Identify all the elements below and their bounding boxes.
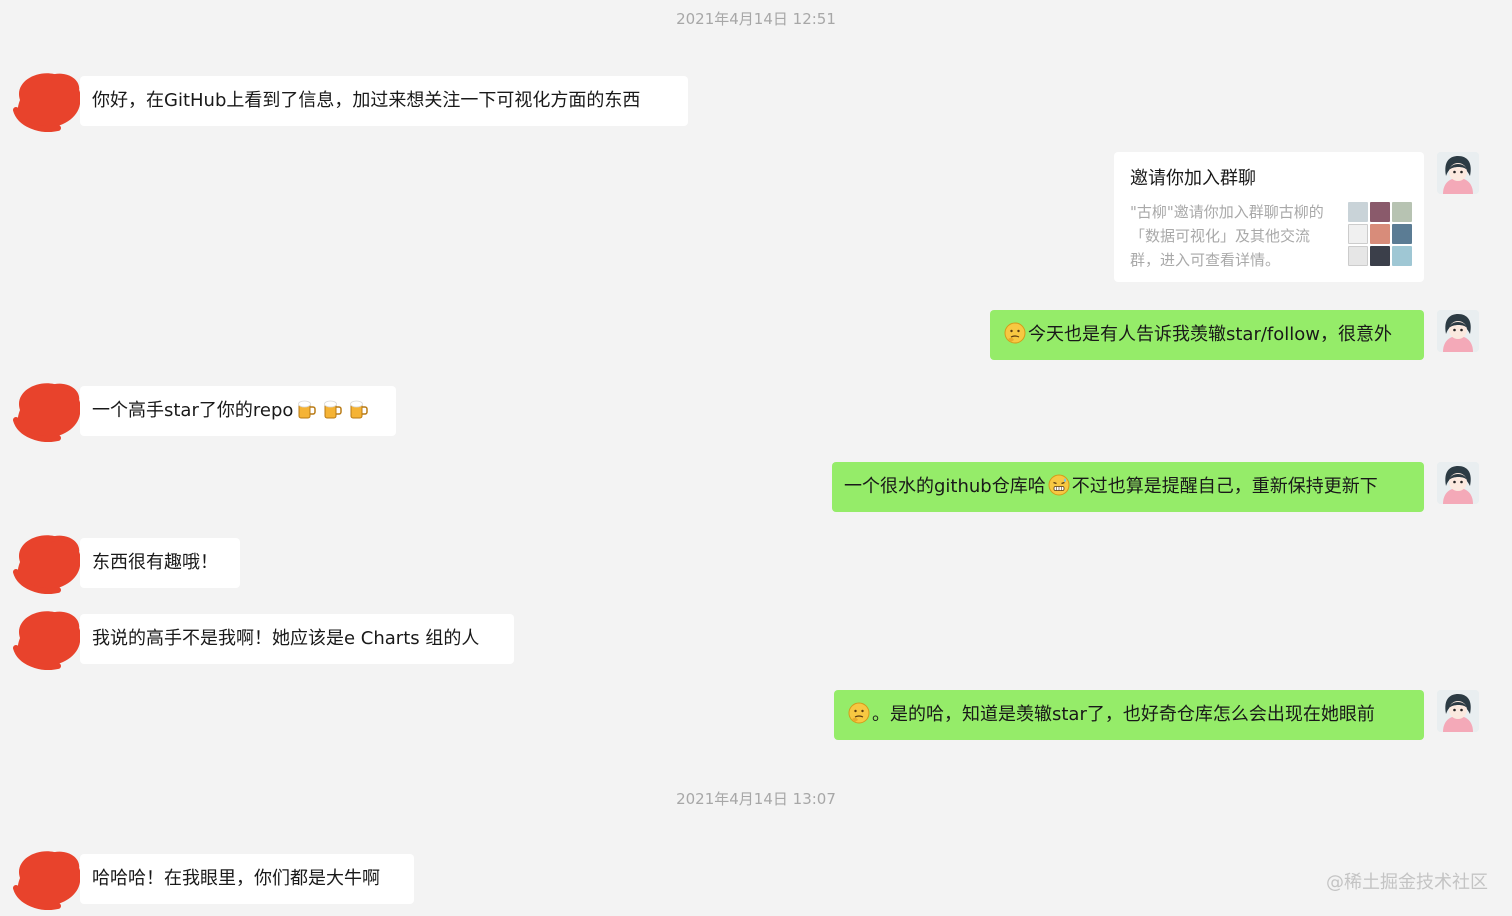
invite-title: 邀请你加入群聊: [1130, 168, 1256, 189]
timestamp: 2021年4月14日 13:07: [676, 790, 836, 808]
message-bubble[interactable]: 。是的哈，知道是羡辙star了，也好奇仓库怎么会出现在她眼前: [834, 690, 1424, 740]
message-text: 一个高手star了你的repo: [92, 400, 294, 421]
message-text: 一个很水的github仓库哈: [844, 476, 1046, 497]
message-text: 。是的哈，知道是羡辙star了，也好奇仓库怎么会出现在她眼前: [872, 704, 1375, 725]
user-avatar: [1437, 310, 1479, 352]
message-bubble[interactable]: 你好，在GitHub上看到了信息，加过来想关注一下可视化方面的东西: [80, 76, 688, 126]
beer-mug-icon: [350, 400, 369, 419]
message-bubble[interactable]: 哈哈哈！在我眼里，你们都是大牛啊: [80, 854, 414, 904]
watermark: @稀土掘金技术社区: [1326, 872, 1488, 893]
message-bubble[interactable]: 东西很有趣哦！: [80, 538, 240, 588]
thinking-face-icon: [848, 702, 870, 724]
message-bubble[interactable]: 我说的高手不是我啊！她应该是e Charts 组的人: [80, 614, 514, 664]
redacted-avatar: [13, 851, 81, 910]
message-text: 哈哈哈！在我眼里，你们都是大牛啊: [92, 868, 380, 889]
user-avatar: [1437, 462, 1479, 504]
redacted-avatar: [13, 383, 81, 442]
grimace-face-icon: [1048, 474, 1070, 496]
group-invite-card[interactable]: 邀请你加入群聊 "古柳"邀请你加入群聊古柳的「数据可视化」及其他交流群，进入可查…: [1114, 152, 1424, 282]
message-bubble[interactable]: 一个高手star了你的repo: [80, 386, 396, 436]
user-avatar: [1437, 152, 1479, 194]
user-avatar: [1437, 690, 1479, 732]
message-text: 你好，在GitHub上看到了信息，加过来想关注一下可视化方面的东西: [92, 90, 641, 111]
message-text: 不过也算是提醒自己，重新保持更新下: [1071, 476, 1378, 497]
group-thumbnail: [1348, 202, 1412, 266]
message-text: 今天也是有人告诉我羡辙star/follow，很意外: [1028, 324, 1393, 345]
message-bubble[interactable]: 一个很水的github仓库哈 不过也算是提醒自己，重新保持更新下: [832, 462, 1424, 512]
message-text: 我说的高手不是我啊！她应该是e Charts 组的人: [92, 628, 480, 649]
message-bubble[interactable]: 今天也是有人告诉我羡辙star/follow，很意外: [990, 310, 1424, 360]
redacted-avatar: [13, 535, 81, 594]
thinking-face-icon: [1004, 322, 1026, 344]
redacted-avatar: [13, 73, 81, 132]
beer-mug-icon: [324, 400, 343, 419]
invite-description: "古柳"邀请你加入群聊古柳的「数据可视化」及其他交流群，进入可查看详情。: [1130, 203, 1324, 269]
beer-mug-icon: [298, 400, 317, 419]
timestamp: 2021年4月14日 12:51: [676, 10, 836, 28]
redacted-avatar: [13, 611, 81, 670]
message-text: 东西很有趣哦！: [92, 552, 218, 573]
